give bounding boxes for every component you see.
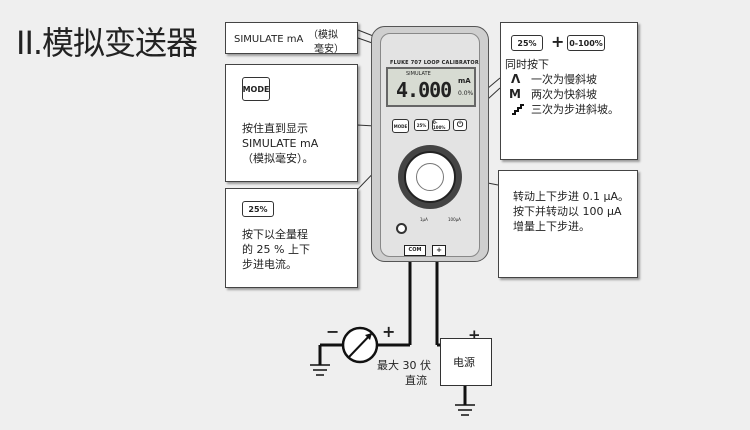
- max-voltage-1: 最大 30 伏: [377, 359, 431, 372]
- fast-ramp-icon: Μ: [509, 87, 521, 101]
- brand-logo: FLUKE: [390, 60, 409, 66]
- jack-label-1: 1µA: [420, 217, 428, 222]
- power-icon: ⏻: [456, 120, 464, 129]
- max-voltage-2: 直流: [405, 374, 427, 387]
- lcd-value: 4.000: [396, 78, 452, 102]
- ramp-text-2: 两次为快斜坡: [531, 88, 597, 101]
- lcd-mode: SIMULATE: [406, 71, 431, 77]
- jack-label-2: 100µA: [448, 217, 461, 222]
- power-supply: 电源: [440, 338, 492, 386]
- knob-text-3: 增量上下步进。: [513, 220, 590, 233]
- 25-percent-button[interactable]: 25%: [414, 119, 429, 131]
- com-jack[interactable]: COM: [404, 245, 426, 256]
- supply-label: 电源: [453, 356, 475, 369]
- 0-100-button[interactable]: 0-100%: [432, 119, 450, 131]
- meter-minus: −: [326, 322, 340, 341]
- ramp-text-3: 三次为步进斜坡。: [531, 103, 619, 116]
- simulate-paren-1: （模拟: [308, 30, 338, 41]
- step-ramp-icon: [512, 104, 524, 115]
- callout-mode: MODE 按住直到显示 SIMULATE mA （模拟毫安）。: [225, 64, 358, 182]
- lcd-display: SIMULATE 4.000 mA 0.0%: [386, 67, 476, 107]
- callout-knob: 转动上下步进 0.1 μA。 按下并转动以 100 μA 增量上下步进。: [498, 170, 638, 278]
- mode-button[interactable]: MODE: [392, 119, 409, 133]
- knob-text-1: 转动上下步进 0.1 μA。: [513, 190, 630, 203]
- 25-button-icon: 25%: [242, 201, 274, 217]
- mode-text-2: SIMULATE mA: [242, 137, 319, 150]
- ramp-text-1: 一次为慢斜坡: [531, 73, 597, 86]
- mode-text-3: （模拟毫安）。: [242, 152, 314, 165]
- 25-button-icon: 25%: [511, 35, 543, 51]
- loop-calibrator: FLUKE 707 LOOP CALIBRATOR SIMULATE 4.000…: [371, 26, 489, 262]
- 25-text-2: 的 25 % 上下: [242, 243, 310, 256]
- mode-button-icon: MODE: [242, 77, 270, 101]
- slow-ramp-icon: Λ: [511, 72, 521, 86]
- ramp-text-0: 同时按下: [505, 58, 549, 71]
- 25-text-3: 步进电流。: [242, 258, 297, 271]
- callout-ramp: 25% + 0-100% 同时按下 Λ 一次为慢斜坡 Μ 两次为快斜坡 三次为步…: [500, 22, 638, 160]
- plus-sign: +: [551, 32, 565, 51]
- callout-simulate: SIMULATE mA （模拟 毫安）: [225, 22, 358, 55]
- simulate-paren-2: 毫安）: [314, 44, 344, 55]
- knob-text-2: 按下并转动以 100 μA: [513, 205, 622, 218]
- page-title: II.模拟变送器: [16, 24, 198, 62]
- rotary-knob[interactable]: [398, 145, 462, 209]
- meter-plus: +: [382, 322, 396, 341]
- power-button[interactable]: ⏻: [453, 119, 467, 131]
- 0-100-button-icon: 0-100%: [567, 35, 605, 51]
- lcd-percent: 0.0%: [458, 90, 474, 97]
- plus-jack[interactable]: +: [432, 245, 446, 256]
- simulate-label: SIMULATE mA: [234, 34, 304, 45]
- model-name: 707 LOOP CALIBRATOR: [410, 60, 479, 66]
- mode-text-1: 按住直到显示: [242, 122, 308, 135]
- jack-indicator: [396, 223, 407, 234]
- 25-text-1: 按下以全量程: [242, 228, 308, 241]
- callout-25: 25% 按下以全量程 的 25 % 上下 步进电流。: [225, 188, 358, 288]
- lcd-unit: mA: [458, 77, 471, 85]
